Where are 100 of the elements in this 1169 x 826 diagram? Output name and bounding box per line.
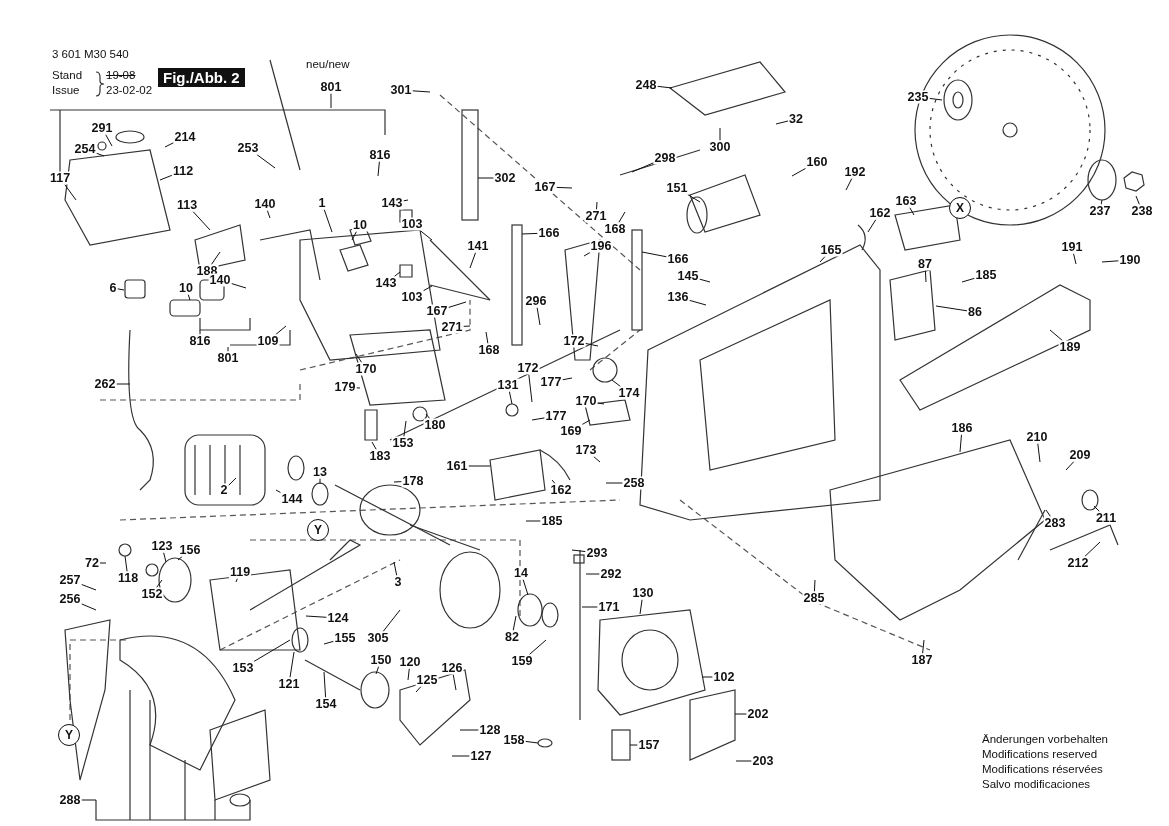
callout-number: 191 <box>1060 240 1084 254</box>
callout-number: 253 <box>236 141 260 155</box>
callout-number: 127 <box>469 749 493 763</box>
leader-line <box>1101 260 1120 263</box>
callout-number: 262 <box>93 377 117 391</box>
leader-line <box>867 219 877 233</box>
leader-line <box>959 434 962 453</box>
callout-number: 190 <box>1118 253 1142 267</box>
callout-number: 298 <box>653 151 677 165</box>
callout-number: 112 <box>171 164 195 178</box>
leader-line <box>159 174 173 181</box>
callout-number: 185 <box>540 514 564 528</box>
callout-number: 32 <box>788 112 804 126</box>
callout-number: 124 <box>326 611 350 625</box>
leader-line <box>583 252 591 257</box>
callout-number: 144 <box>280 492 304 506</box>
callout-number: 293 <box>585 546 609 560</box>
callout-number: 183 <box>368 449 392 463</box>
leader-line <box>819 256 826 263</box>
callout-number: 169 <box>559 424 583 438</box>
leader-line <box>323 640 335 645</box>
leader-line <box>289 651 295 678</box>
leader-line <box>210 251 221 265</box>
leader-line <box>521 232 539 235</box>
leader-line <box>235 578 238 583</box>
leader-line <box>631 162 655 173</box>
leader-line <box>508 391 513 405</box>
leader-line <box>469 252 477 269</box>
callout-number: 177 <box>539 375 563 389</box>
leader-line <box>1073 253 1077 265</box>
callout-number: 801 <box>216 351 240 365</box>
leader-line <box>407 668 410 681</box>
callout-number: 165 <box>819 243 843 257</box>
leader-line <box>605 482 624 484</box>
leader-line <box>687 194 701 203</box>
callout-number: 209 <box>1068 448 1092 462</box>
callout-number: 203 <box>751 754 775 768</box>
callout-number: 210 <box>1025 430 1049 444</box>
callout-number: 130 <box>631 586 655 600</box>
callout-number: 14 <box>513 566 529 580</box>
callout-number: 136 <box>666 290 690 304</box>
callout-number: 152 <box>140 587 164 601</box>
leader-line <box>813 579 816 592</box>
leader-line <box>528 374 533 403</box>
leader-line <box>698 278 711 283</box>
leader-line <box>177 556 183 561</box>
leader-line <box>1084 541 1101 557</box>
callout-number: 285 <box>802 591 826 605</box>
revision-label: Stand <box>52 69 83 82</box>
leader-line <box>1049 329 1063 341</box>
leader-line <box>351 231 357 241</box>
leader-line <box>275 489 282 494</box>
callout-number: 167 <box>533 180 557 194</box>
leader-line <box>393 561 398 576</box>
callout-number: 283 <box>1043 516 1067 530</box>
callout-number: 103 <box>400 290 424 304</box>
callout-number: 167 <box>425 304 449 318</box>
leader-line <box>1065 461 1075 471</box>
note: Modifications reserved <box>982 748 1098 761</box>
leader-line <box>371 441 377 450</box>
leader-line <box>618 211 626 223</box>
leader-line <box>411 90 431 93</box>
callout-number: 189 <box>1058 340 1082 354</box>
leader-line <box>1045 509 1051 517</box>
revision-label: Issue <box>52 84 80 97</box>
callout-number: 179 <box>333 380 357 394</box>
leader-line <box>641 251 668 258</box>
leader-line <box>124 555 128 572</box>
leader-line <box>330 93 332 109</box>
callout-number: 155 <box>333 631 357 645</box>
leader-line <box>375 666 380 675</box>
callout-number: 158 <box>502 733 526 747</box>
callout-number: 212 <box>1066 556 1090 570</box>
leader-line <box>64 184 77 201</box>
leader-line <box>639 599 643 615</box>
leader-line <box>403 420 407 437</box>
leader-line <box>451 755 471 757</box>
callout-number: 816 <box>188 334 212 348</box>
view-marker: Y <box>307 519 329 541</box>
callout-number: 302 <box>493 171 517 185</box>
callout-number: 126 <box>440 661 464 675</box>
callout-number: 145 <box>676 269 700 283</box>
callout-number: 157 <box>637 738 661 752</box>
leader-line <box>536 307 541 326</box>
callout-number: 72 <box>84 556 100 570</box>
leader-line <box>156 579 163 588</box>
leader-line <box>593 456 601 463</box>
callout-number: 121 <box>277 677 301 691</box>
callout-number: 174 <box>617 386 641 400</box>
leader-line <box>355 387 361 389</box>
callout-number: 125 <box>415 673 439 687</box>
leader-line <box>524 740 539 744</box>
callout-number: 86 <box>967 305 983 319</box>
part-number: 3 601 M30 540 <box>52 48 129 61</box>
callout-number: 271 <box>584 209 608 223</box>
leader-line <box>525 520 542 522</box>
leader-line <box>459 729 480 731</box>
leader-line <box>192 211 211 231</box>
callout-number: 120 <box>398 655 422 669</box>
callout-number: 141 <box>466 239 490 253</box>
